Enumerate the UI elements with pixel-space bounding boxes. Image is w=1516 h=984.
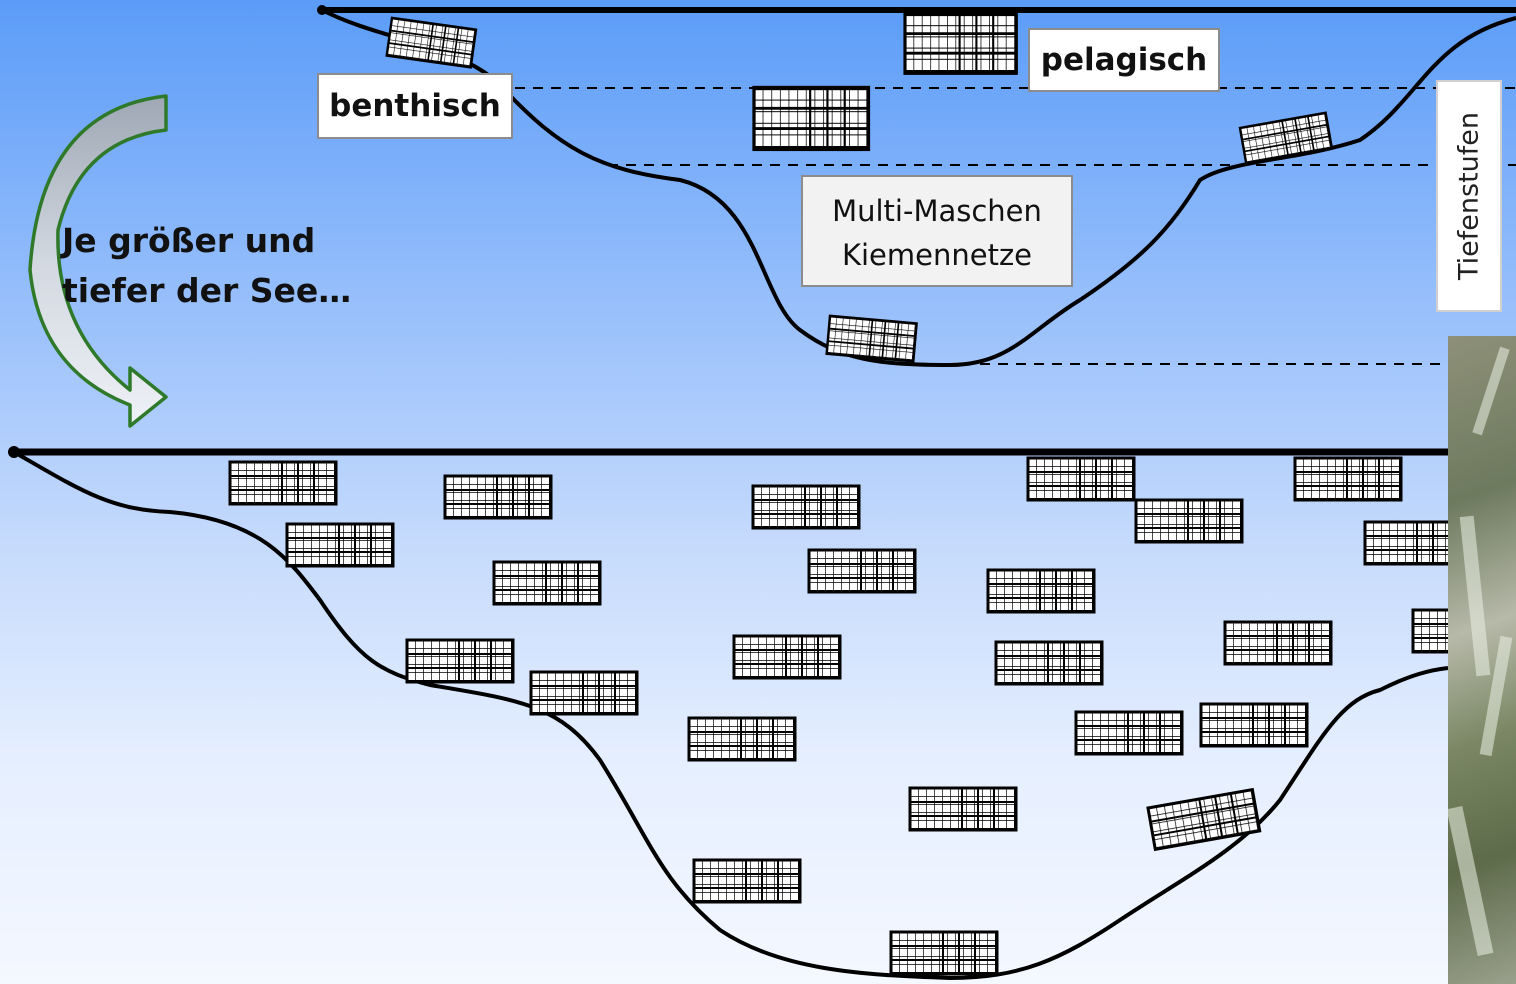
gill-net-icon (1026, 456, 1136, 502)
gill-net-icon (687, 716, 797, 762)
gill-net-icon (1134, 498, 1244, 544)
gill-net-icon (1074, 710, 1184, 756)
fish-net-photo (1448, 336, 1516, 984)
large-lake (8, 446, 1516, 981)
small-lake (317, 5, 1516, 368)
pelagic-label: pelagisch (1028, 28, 1220, 92)
gill-net-icon (732, 634, 842, 680)
gill-net-icon (1146, 788, 1262, 851)
gill-net-icon (492, 560, 602, 606)
depth-zones-label: Tiefenstufen (1436, 80, 1502, 312)
gill-net-icon (1293, 456, 1403, 502)
gill-net-icon (905, 14, 1016, 73)
gill-net-icon (807, 548, 917, 594)
caption-line-1: Je größer und (62, 221, 316, 260)
gill-net-icon (405, 638, 515, 684)
gill-net-icon (825, 314, 918, 363)
caption: Je größer und tiefer der See… (62, 216, 382, 316)
gill-net-icon (889, 930, 999, 976)
gill-net-icon (1199, 702, 1309, 748)
gill-net-icon (1223, 620, 1333, 666)
net-type-line-1: Multi-Maschen (832, 194, 1042, 228)
gill-net-icon (994, 640, 1104, 686)
benthic-label: benthisch (317, 73, 513, 139)
gill-net-icon (692, 858, 802, 904)
net-type-label: Multi-Maschen Kiemennetze (801, 175, 1073, 287)
gill-net-icon (1238, 111, 1334, 165)
gill-net-icon (754, 88, 868, 149)
depth-zones-text: Tiefenstufen (1453, 112, 1485, 280)
gill-net-icon (385, 16, 478, 69)
gill-net-icon (228, 460, 338, 506)
net-type-line-2: Kiemennetze (841, 238, 1033, 272)
gill-net-icon (751, 484, 861, 530)
gill-net-icon (529, 670, 639, 716)
gill-net-icon (443, 474, 553, 520)
gill-net-icon (908, 786, 1018, 832)
caption-line-2: tiefer der See… (62, 271, 352, 310)
gill-net-icon (986, 568, 1096, 614)
curved-arrow-icon (28, 94, 168, 428)
gill-net-icon (285, 522, 395, 568)
